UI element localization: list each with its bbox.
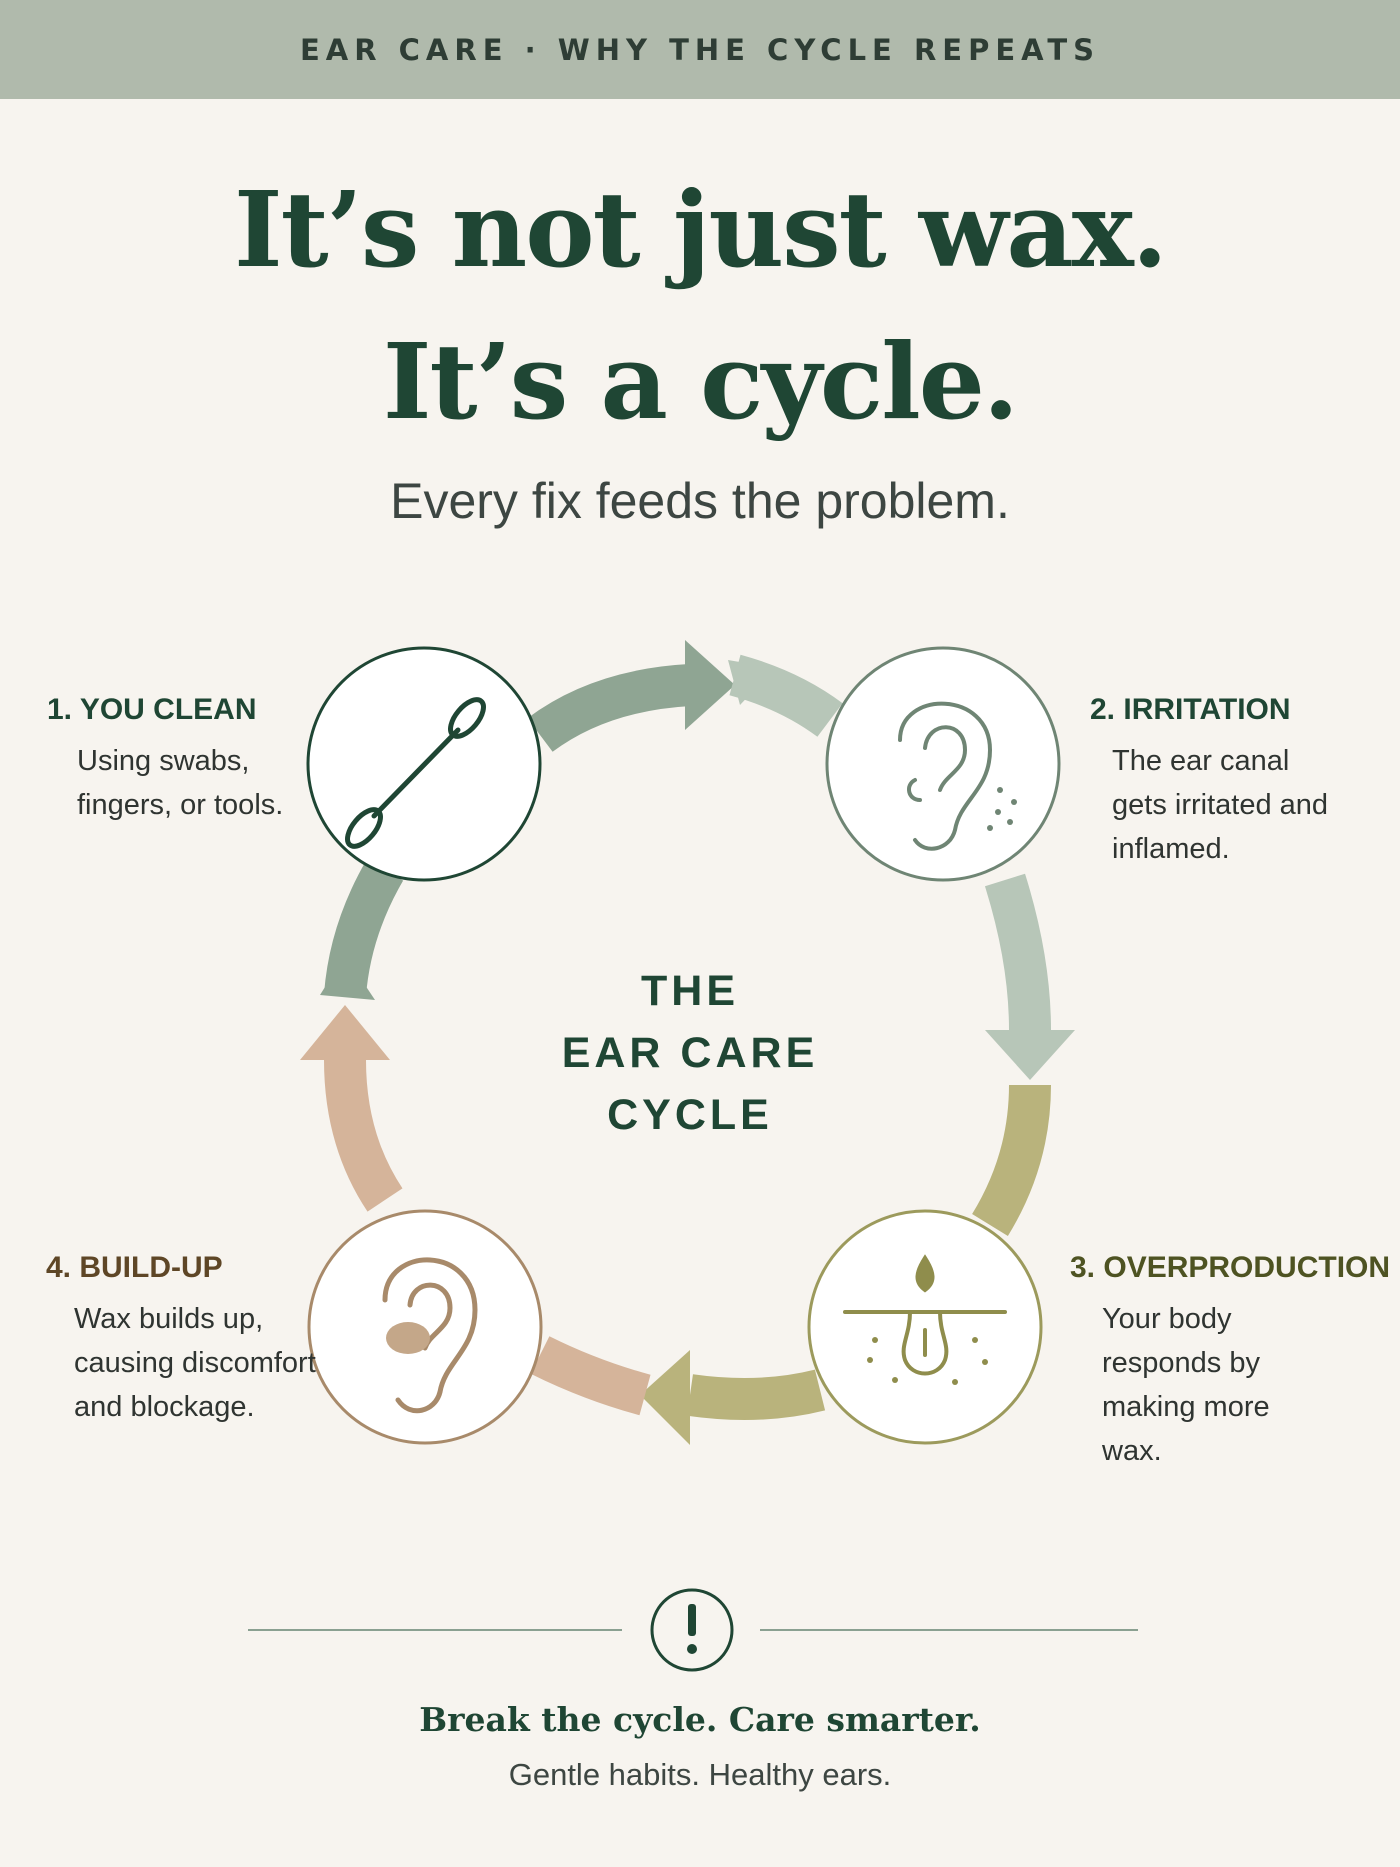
cycle-center-label: THE EAR CARE CYCLE bbox=[561, 967, 819, 1139]
banner-label: EAR CARE · WHY THE CYCLE REPEATS bbox=[299, 32, 1101, 67]
arrow-irritation-to-overproduction bbox=[971, 873, 1075, 1237]
footer-divider bbox=[248, 1588, 1138, 1672]
step-overproduction: 3. OVERPRODUCTION Your body responds by … bbox=[1070, 1251, 1390, 1473]
step-title: 3. OVERPRODUCTION bbox=[1070, 1251, 1391, 1284]
subtitle: Every fix feeds the problem. bbox=[390, 473, 1010, 529]
headline-line-2: It’s a cycle. bbox=[382, 320, 1019, 443]
step-description: Your body responds by making more wax. bbox=[1102, 1303, 1270, 1467]
step-1-circle bbox=[306, 646, 542, 882]
exclamation-icon bbox=[650, 1588, 734, 1672]
step-you-clean: 1. YOU CLEAN Using swabs, fingers, or to… bbox=[47, 693, 297, 827]
step-title: 1. YOU CLEAN bbox=[47, 693, 257, 726]
cotton-swab-icon bbox=[345, 697, 486, 849]
step-description: Wax builds up, causing discomfort and bl… bbox=[74, 1303, 316, 1423]
footer-subline: Gentle habits. Healthy ears. bbox=[508, 1757, 892, 1792]
top-banner: EAR CARE · WHY THE CYCLE REPEATS bbox=[0, 0, 1400, 99]
irritated-ear-icon bbox=[898, 701, 1017, 851]
blocked-ear-icon bbox=[382, 1257, 478, 1414]
wax-gland-icon bbox=[843, 1254, 1007, 1385]
arrow-overproduction-to-buildup bbox=[530, 1336, 826, 1445]
footer-tagline: Break the cycle. Care smarter. bbox=[419, 1700, 981, 1739]
step-irritation: 2. IRRITATION The ear canal gets irritat… bbox=[1090, 693, 1332, 871]
step-2-circle bbox=[825, 646, 1061, 882]
step-title: 4. BUILD-UP bbox=[46, 1251, 223, 1284]
step-3-circle bbox=[807, 1209, 1043, 1445]
step-4-circle bbox=[307, 1209, 543, 1445]
step-title: 2. IRRITATION bbox=[1090, 693, 1291, 726]
arrow-clean-to-irritation bbox=[527, 640, 843, 753]
arrow-buildup-to-clean bbox=[300, 859, 404, 1212]
headline-line-1: It’s not just wax. bbox=[233, 168, 1168, 291]
step-description: The ear canal gets irritated and inflame… bbox=[1112, 745, 1329, 865]
step-description: Using swabs, fingers, or tools. bbox=[77, 745, 284, 821]
step-build-up: 4. BUILD-UP Wax builds up, causing disco… bbox=[46, 1251, 324, 1429]
